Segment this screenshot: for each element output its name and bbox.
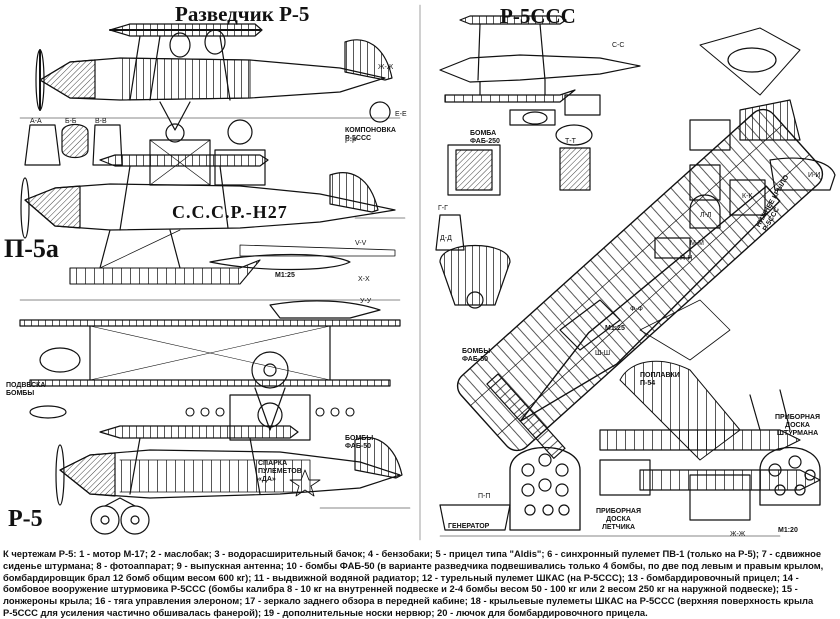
plan-view [456, 27, 824, 461]
label-bomby-left: БОМБЫ ФАБ-50 [345, 435, 374, 450]
side-view-r5sss [439, 15, 641, 103]
section-e-e: Е-Е [395, 111, 407, 118]
title-razvedchik-r5: Разведчик Р-5 [175, 2, 310, 26]
title-r5: Р-5 [8, 506, 43, 532]
section-t-t: Т-Т [565, 138, 576, 145]
label-poplavki: ПОПЛАВКИ П-54 [640, 372, 680, 387]
section-f-f: Ф-Ф [630, 306, 643, 313]
section-v-v: В-В [95, 118, 107, 125]
section-m-m: М-М [690, 240, 704, 247]
caption-text: К чертежам Р-5: 1 - мотор М-17; 2 - масл… [3, 548, 824, 618]
section-p-p: П-П [478, 493, 491, 500]
label-doska-shturmana: ПРИБОРНАЯ ДОСКА ШТУРМАНА [775, 414, 821, 437]
section-g-g: Г-Г [438, 205, 448, 212]
label-generator: ГЕНЕРАТОР [448, 523, 490, 530]
section-zh-zh: Ж-Ж [730, 531, 746, 538]
label-scale-m125-a: М1:25 [275, 272, 295, 279]
section-r-r: Р-Р [345, 138, 357, 145]
floats-plan [559, 299, 821, 491]
detail-sections-right [435, 94, 836, 309]
section-k-k: К-К [742, 193, 753, 200]
title-p5a: П-5а [4, 234, 59, 263]
instrument-panels [439, 446, 821, 537]
technical-drawing [19, 4, 836, 541]
fuselage-marking: С.С.С.Р.-Н27 [172, 202, 288, 222]
label-scale-m120: М1:20 [778, 527, 798, 534]
title-r5sss: Р-5ССС [500, 4, 576, 28]
section-b-b: Б-Б [65, 118, 77, 125]
section-s-s: С-С [612, 42, 625, 49]
side-view-seaplane [19, 154, 401, 301]
section-x-x: X-X [358, 276, 370, 283]
section-u-u: У-У [360, 298, 372, 305]
float-sections [209, 217, 406, 319]
label-podveska: ПОДВЕСКА БОМБЫ [6, 382, 46, 397]
label-bomba-fab250: БОМБА ФАБ-250 [470, 130, 500, 145]
section-zh-zh2: Ж-Ж [378, 64, 394, 71]
section-sh-sh: Ш-Ш [595, 350, 611, 357]
label-scale-m125-b: М1:25 [605, 325, 625, 332]
label-komponovka: КОМПОНОВКА Р-5ССС [345, 127, 396, 142]
side-view-bottom [55, 425, 411, 535]
section-n-n: Н-Н [680, 255, 693, 262]
label-bomby-right: БОМБЫ ФАБ-50 [462, 348, 491, 363]
section-l-l: Л-Л [700, 212, 712, 219]
label-doska-letchika: ПРИБОРНАЯ ДОСКА ЛЕТЧИКА [596, 508, 642, 531]
section-i-i: И-И [808, 172, 821, 179]
front-sections [24, 101, 391, 186]
side-view-top [19, 23, 401, 143]
section-d-d: Д-Д [440, 235, 452, 242]
drawing-sheet: Разведчик Р-5 Р-5ССС П-5а Р-5 С.С.С.Р.-Н… [4, 2, 836, 541]
section-v-v2: V-V [355, 240, 367, 247]
front-view-biplane [19, 319, 401, 441]
label-sparka: СПАРКА ПУЛЕМЕТОВ «ДА» [258, 460, 302, 483]
section-a-a: А-А [30, 118, 42, 125]
